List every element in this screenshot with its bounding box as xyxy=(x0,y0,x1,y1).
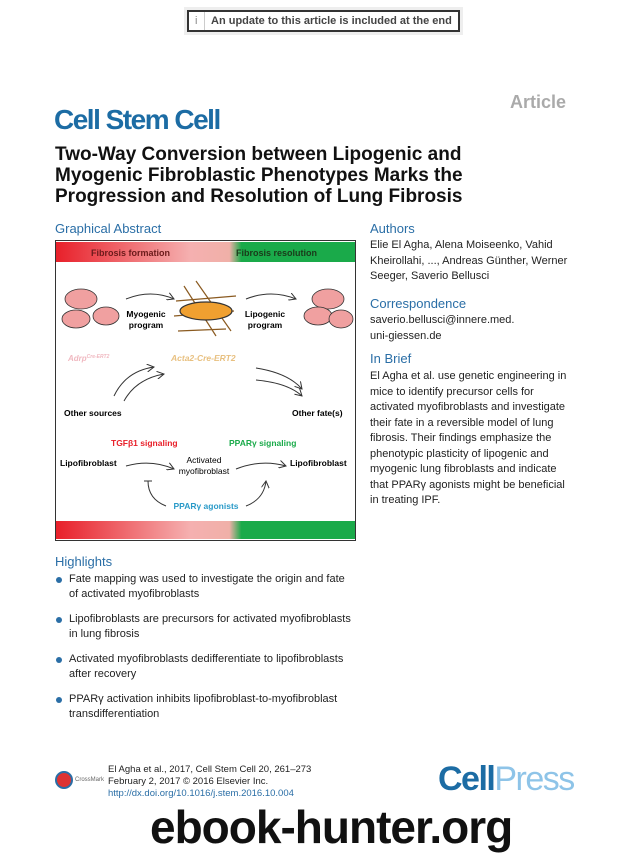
doi-link[interactable]: http://dx.doi.org/10.1016/j.stem.2016.10… xyxy=(108,788,294,799)
in-brief-heading: In Brief xyxy=(370,351,412,366)
info-icon: i xyxy=(195,12,205,30)
banner-text: An update to this article is included at… xyxy=(211,15,452,27)
lipofibroblast-cells-left xyxy=(61,288,120,329)
correspondence-email[interactable]: saverio.bellusci@innere.med.uni-giessen.… xyxy=(370,314,515,342)
acta2-label: Acta2-Cre-ERT2 xyxy=(170,353,236,363)
correspondence-heading: Correspondence xyxy=(370,296,467,311)
myogenic-label-1: Myogenic xyxy=(126,309,165,319)
list-item: Activated myofibroblasts dedifferentiate… xyxy=(55,652,355,692)
other-sources-label: Other sources xyxy=(64,408,122,418)
crossmark-label: CrossMark xyxy=(75,777,105,783)
highlights-list: Fate mapping was used to investigate the… xyxy=(55,572,355,732)
citation-footer: El Agha et al., 2017, Cell Stem Cell 20,… xyxy=(108,764,311,800)
cellpress-logo: CellPress xyxy=(438,760,575,798)
lipofibroblast-right-label: Lipofibroblast xyxy=(290,458,347,468)
myogenic-label-2: program xyxy=(129,320,164,330)
top-gradient-bar xyxy=(56,242,355,262)
ppar-signaling-label: PPARγ signaling xyxy=(229,438,296,448)
in-brief-text: El Agha et al. use genetic engineering i… xyxy=(370,370,567,506)
adrp-label: AdrpCre-ERT2 xyxy=(67,354,110,363)
graphical-abstract-heading: Graphical Abstract xyxy=(55,221,162,236)
citation: El Agha et al., 2017, Cell Stem Cell 20,… xyxy=(108,764,312,775)
bottom-gradient-bar xyxy=(56,521,355,539)
lipofibroblast-left-label: Lipofibroblast xyxy=(60,458,117,468)
page-title: Two-Way Conversion between Lipogenic and… xyxy=(55,144,463,207)
authors-list[interactable]: Elie El Agha, Alena Moiseenko, Vahid Khe… xyxy=(370,239,568,282)
article-type: Article xyxy=(509,92,566,112)
list-item: PPARγ activation inhibits lipofibroblast… xyxy=(55,692,355,732)
list-item: Lipofibroblasts are precursors for activ… xyxy=(55,612,355,652)
watermark: ebook-hunter.org xyxy=(150,801,513,853)
journal-logo: Cell Stem Cell xyxy=(54,104,221,135)
fibrosis-resolution-label: Fibrosis resolution xyxy=(236,248,317,258)
tgf-signaling-label: TGFβ1 signaling xyxy=(111,438,178,448)
lipofibroblast-cells-right xyxy=(303,288,354,329)
highlights-heading: Highlights xyxy=(55,554,113,569)
lipogenic-label-1: Lipogenic xyxy=(245,309,285,319)
lipogenic-label-2: program xyxy=(248,320,283,330)
date-copyright: February 2, 2017 © 2016 Elsevier Inc. xyxy=(108,776,269,787)
activated-label-2: myofibroblast xyxy=(179,466,230,476)
graphical-abstract-figure: Fibrosis formation Fibrosis resolution M… xyxy=(55,240,356,541)
crossmark-icon[interactable] xyxy=(55,771,73,789)
authors-heading: Authors xyxy=(370,221,415,236)
fibrosis-formation-label: Fibrosis formation xyxy=(91,248,170,258)
myofibroblast-illustration xyxy=(173,280,237,337)
list-item: Fate mapping was used to investigate the… xyxy=(55,572,355,612)
ppar-agonists-label: PPARγ agonists xyxy=(173,501,238,511)
other-fates-label: Other fate(s) xyxy=(292,408,343,418)
update-banner[interactable]: i An update to this article is included a… xyxy=(187,10,460,32)
activated-label-1: Activated xyxy=(187,455,222,465)
